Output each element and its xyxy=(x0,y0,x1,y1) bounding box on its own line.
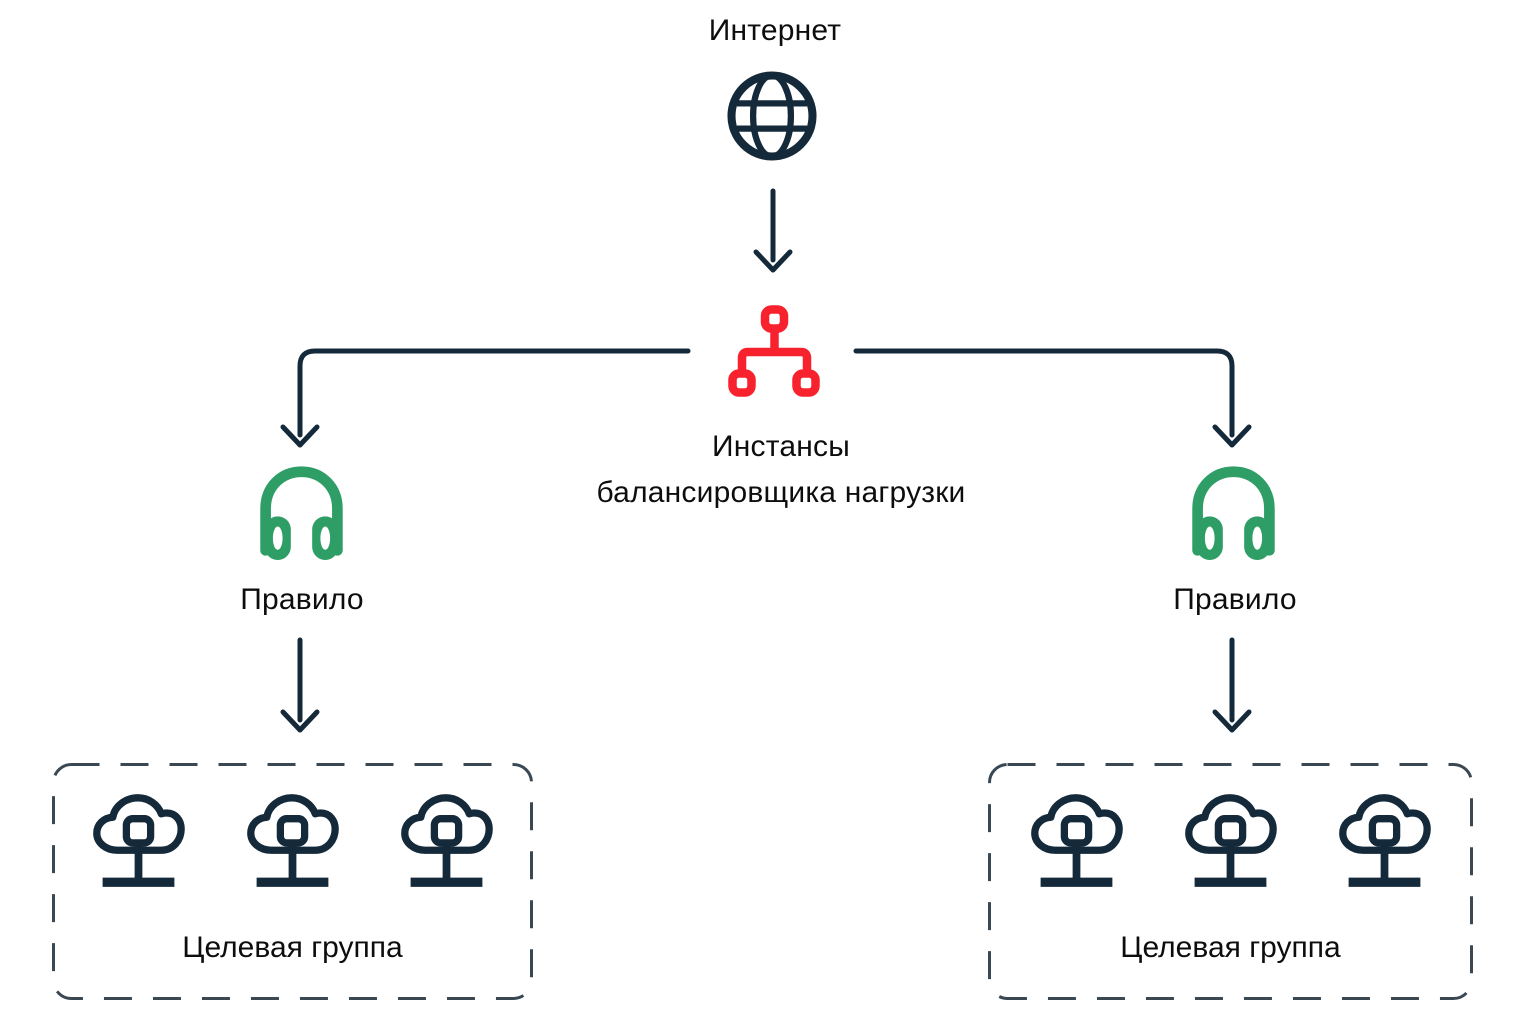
target-group-right-label: Целевая группа xyxy=(1120,931,1341,964)
load-balancer-icon xyxy=(728,305,820,397)
cloud-server-icon xyxy=(1182,792,1279,889)
target-group-left-label: Целевая группа xyxy=(182,931,403,964)
target-group-right-instances xyxy=(988,792,1473,889)
lb-to-left-rule-connector xyxy=(280,348,691,448)
rule-left-label: Правило xyxy=(240,583,364,616)
target-group-left: Целевая группа xyxy=(52,763,533,1000)
load-balancer-label-line1: Инстансы xyxy=(712,430,850,463)
internet-to-lb-arrow xyxy=(753,188,793,273)
headphones-icon xyxy=(253,463,350,560)
cloud-server-icon xyxy=(398,792,495,889)
cloud-server-icon xyxy=(1336,792,1433,889)
cloud-server-icon xyxy=(244,792,341,889)
left-rule-to-target-group-arrow xyxy=(280,637,320,733)
rule-right-label: Правило xyxy=(1173,583,1297,616)
cloud-server-icon xyxy=(1028,792,1125,889)
cloud-server-icon xyxy=(90,792,187,889)
right-rule-to-target-group-arrow xyxy=(1212,637,1252,733)
target-group-right: Целевая группа xyxy=(988,763,1473,1000)
target-group-left-border xyxy=(52,763,533,1000)
load-balancer-label: Инстансы балансировщика нагрузки xyxy=(531,424,1031,516)
lb-to-right-rule-connector xyxy=(853,348,1252,448)
globe-icon xyxy=(727,71,817,161)
target-group-right-border xyxy=(988,763,1473,1000)
internet-label: Интернет xyxy=(708,14,842,47)
headphones-icon xyxy=(1185,463,1282,560)
load-balancer-label-line2: балансировщика нагрузки xyxy=(596,476,966,509)
target-group-left-instances xyxy=(52,792,533,889)
